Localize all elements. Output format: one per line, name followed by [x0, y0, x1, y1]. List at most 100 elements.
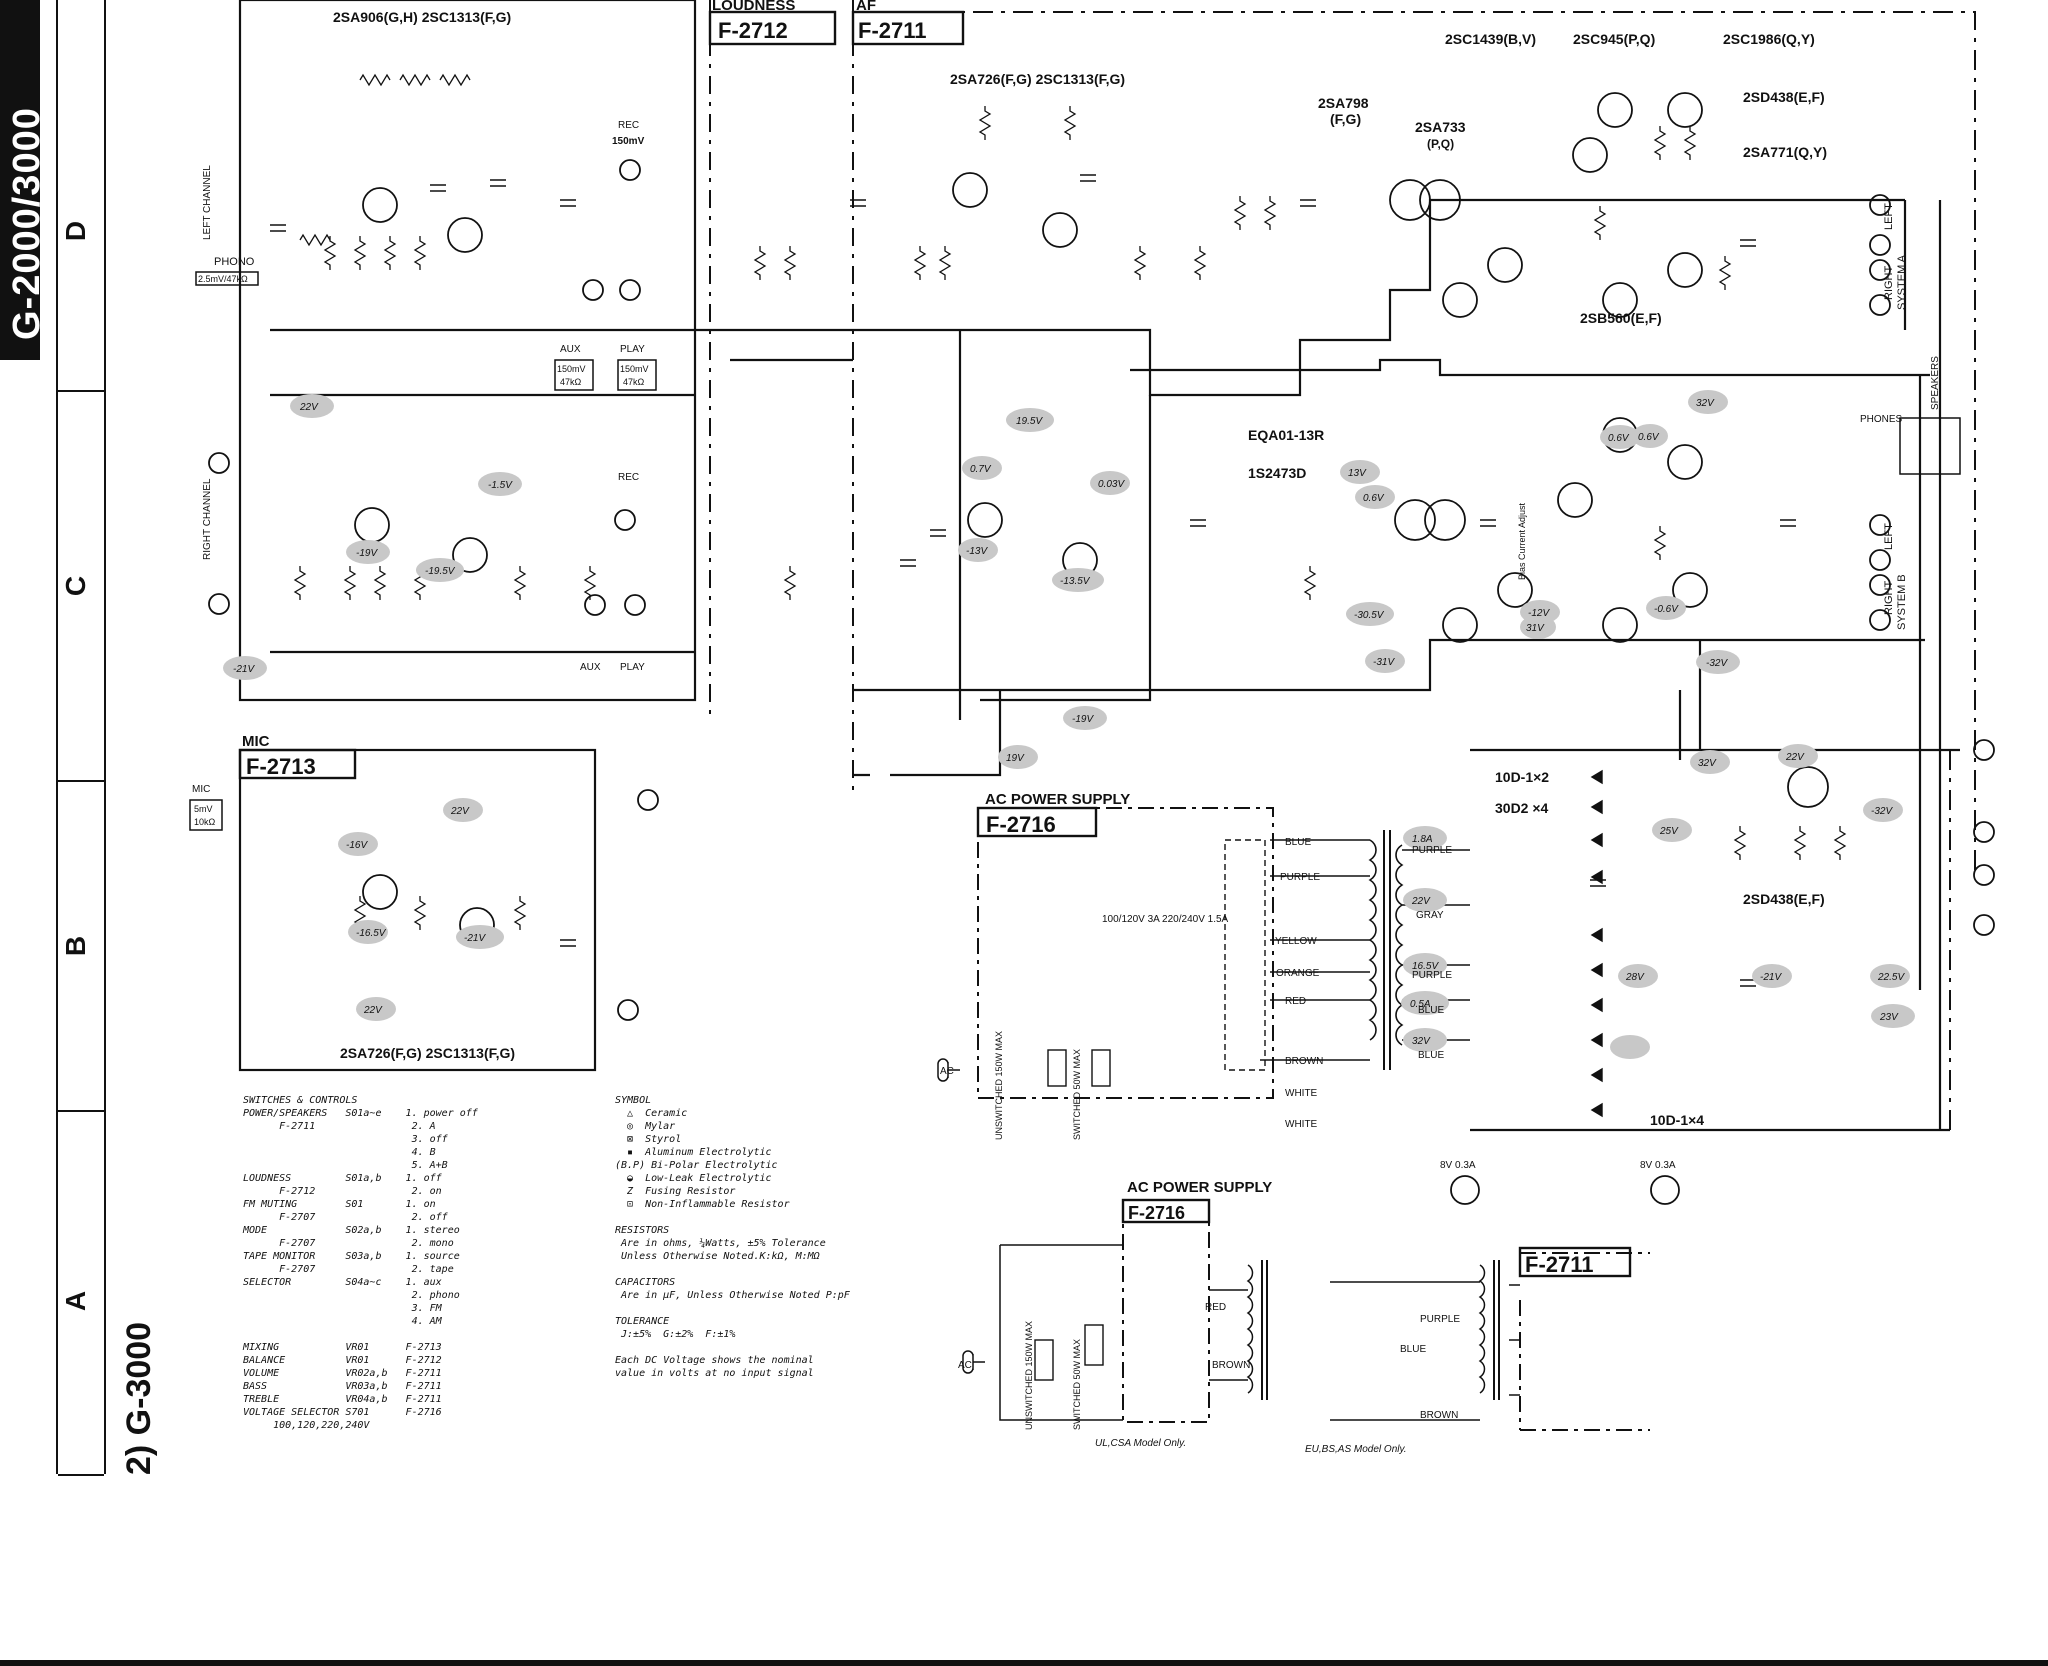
voltage-readout: -19V [356, 548, 378, 559]
unswitched-label-2: UNSWITCHED 150W MAX [1024, 1321, 1034, 1430]
mic-board-outline [238, 748, 597, 1072]
loudness-code: F-2712 [718, 18, 788, 43]
aux-label: AUX [580, 662, 601, 673]
wire-white-2: WHITE [1285, 1119, 1318, 1130]
speaker-b-left-2 [1869, 549, 1891, 571]
af-code: F-2711 [858, 18, 927, 43]
aux-jack [584, 594, 606, 616]
f2711b-code-box [1518, 1246, 1632, 1278]
grid-row-b: B [58, 780, 104, 1112]
voltage-highlights [223, 390, 1915, 1059]
fuse-rating: 100/120V 3A 220/240V 1.5A [1102, 914, 1229, 925]
pilot-lamp-2 [1650, 1175, 1680, 1205]
voltage-readout: -31V [1373, 657, 1395, 668]
ic-01b [1419, 179, 1461, 221]
voltage-selector [1224, 839, 1266, 1071]
system-b-left: LEFT [1883, 523, 1895, 550]
system-b-right: RIGHT [1883, 581, 1895, 616]
phones-jack-box [1899, 417, 1961, 475]
voltage-readout: 0.7V [970, 464, 992, 475]
tr-08 [1497, 572, 1533, 608]
ic-02b [1424, 499, 1466, 541]
wire-yellow: YELLOW [1275, 936, 1317, 947]
voltage-readout: 28V [1625, 972, 1645, 983]
tr-13 [1602, 282, 1638, 318]
grid-reference-strip: D C B A [56, 0, 106, 1476]
tr-16 [1667, 444, 1703, 480]
aux-jack-top [582, 279, 604, 301]
outlet-switched-2 [1084, 1324, 1104, 1366]
play-spec-1: 150mV [620, 364, 649, 374]
tr-05 [1442, 282, 1478, 318]
tr15-part: 2SC1986(Q,Y) [1723, 31, 1815, 47]
voltage-readout: -32V [1871, 806, 1893, 817]
rectifier-diodes [1590, 769, 1603, 1118]
tr-07 [1487, 247, 1523, 283]
mic-tr-01 [362, 874, 398, 910]
voltage-readout: -0.6V [1654, 604, 1679, 615]
tr-01 [952, 172, 988, 208]
rec-jack-top [619, 159, 641, 181]
tr05-part: 2SA733 [1415, 119, 1466, 135]
tr17-part: 2SA771(Q,Y) [1743, 144, 1827, 160]
outlet-switched [1091, 1049, 1111, 1087]
aux-spec-1: 150mV [557, 364, 586, 374]
speaker-a-left-2 [1869, 234, 1891, 256]
tr-06 [1442, 607, 1478, 643]
sec-blue-1: BLUE [1418, 1005, 1444, 1016]
ac-title: AC POWER SUPPLY [985, 791, 1130, 808]
mic-spec-box [189, 799, 223, 831]
tr-12 [452, 537, 488, 573]
phono-spec: 2.5mV/47kΩ [198, 274, 248, 284]
voltage-readout: 32V [1696, 398, 1715, 409]
tr-15 [1667, 92, 1703, 128]
unswitched-label: UNSWITCHED 150W MAX [994, 1031, 1004, 1140]
page-bottom-edge [0, 1660, 2048, 1666]
voltage-readout: 32V [1698, 758, 1717, 769]
ac-code-box [976, 806, 1098, 838]
voltage-readouts: 22V-1.5V-19V-19.5V-21V19.5V0.7V0.03V-13V… [233, 398, 1905, 1047]
psu2-blue: BLUE [1400, 1344, 1426, 1355]
switches-controls-notes: SWITCHES & CONTROLS POWER/SPEAKERS S01a~… [243, 1095, 478, 1431]
rec-label-top: REC [618, 120, 639, 131]
switched-label-2: SWITCHED 50W MAX [1072, 1339, 1082, 1430]
tr-10b [1557, 482, 1593, 518]
tr-09 [362, 187, 398, 223]
play-spec-2: 47kΩ [623, 377, 645, 387]
voltage-readout: -19V [1072, 714, 1094, 725]
voltage-readout: -32V [1706, 658, 1728, 669]
voltage-readout: 16.5V [1412, 961, 1439, 972]
ic-02 [1394, 499, 1436, 541]
sec-purple-2: PURPLE [1412, 970, 1452, 981]
d01-part: 10D-1×2 [1495, 769, 1549, 785]
play-label-top: PLAY [620, 344, 645, 355]
voltage-readout: -13V [966, 546, 988, 557]
tr-02 [967, 502, 1003, 538]
aux-spec-2: 47kΩ [560, 377, 582, 387]
voltage-readout: 22V [299, 402, 319, 413]
voltage-readout: 1.8A [1412, 834, 1433, 845]
voltage-readout: 19.5V [1016, 416, 1043, 427]
ac-plug-icon-2 [962, 1350, 985, 1374]
voltage-readout: -30.5V [1354, 610, 1385, 621]
ac2-title: AC POWER SUPPLY [1127, 1179, 1272, 1196]
play-jack [624, 594, 646, 616]
voltage-readout: 31V [1526, 623, 1545, 634]
voltage-readout: 25V [1659, 826, 1679, 837]
psu2-brown-pri: BROWN [1212, 1360, 1250, 1371]
voltage-readout: 13V [1348, 468, 1367, 479]
psu2-brown: BROWN [1420, 1410, 1458, 1421]
voltage-readout: 0.6V [1638, 432, 1660, 443]
terminal-b3-out [1973, 864, 1995, 886]
tr-17 [1667, 252, 1703, 288]
voltage-readout: 0.03V [1098, 479, 1125, 490]
ac-plug-icon [937, 1058, 960, 1082]
speaker-a-right-1 [1869, 259, 1891, 281]
ic01-part: 2SA798 [1318, 95, 1369, 111]
tr11-part: 2SD438(E,F) [1743, 89, 1825, 105]
diode-part: 1S2473D [1248, 465, 1306, 481]
voltage-readout: 0.6V [1608, 433, 1630, 444]
loudness-board-dashes [709, 0, 854, 790]
tr-09b [1572, 137, 1608, 173]
